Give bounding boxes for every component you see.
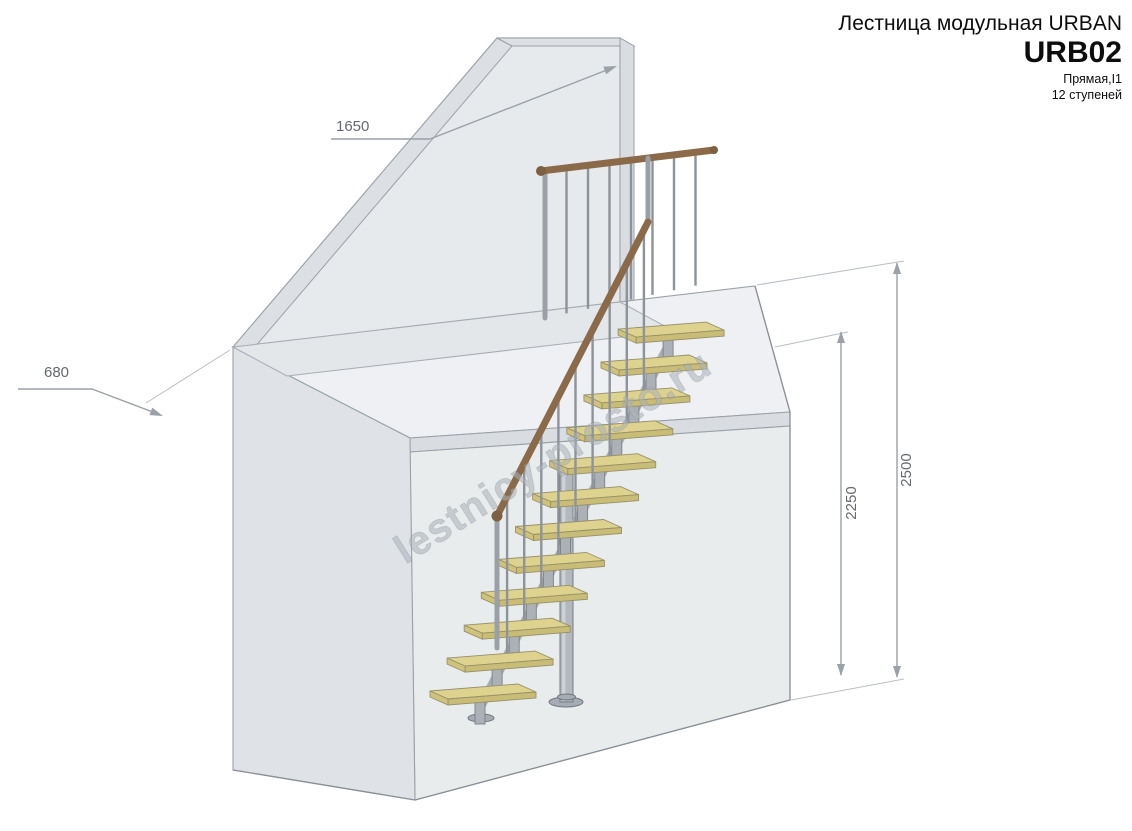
type-label: Прямая,I1	[1063, 71, 1122, 86]
stair-tread-side	[429, 690, 449, 706]
dimension-2500-ext-bottom	[790, 678, 905, 701]
gable-wall-top-band	[496, 37, 636, 47]
dimension-2500: 2500	[756, 260, 915, 701]
dimension-680-ext	[145, 349, 231, 404]
landing-handrail	[537, 146, 718, 175]
stair-baluster-group	[505, 229, 646, 654]
dimension-2250-ext-top	[774, 331, 849, 348]
title-block: Лестница модульная URBAN URB02 Прямая,I1…	[838, 12, 1122, 103]
product-title: Лестница модульная URBAN	[838, 12, 1122, 35]
dimension-1650-leader	[429, 67, 613, 140]
stair-tread-side	[463, 624, 483, 640]
room-bottom-edge	[232, 699, 791, 801]
tread-support	[474, 699, 486, 725]
dimension-1650: 1650	[331, 66, 617, 140]
staircase	[429, 155, 725, 725]
dimension-680-arrow	[149, 407, 163, 416]
dimensions: 1650 680 2500 2250	[18, 66, 915, 701]
column-collar	[557, 693, 576, 701]
dimension-1650-label: 1650	[336, 118, 369, 135]
dimension-2250-arrow-bottom	[837, 664, 845, 676]
handrail-finial-right	[710, 146, 718, 154]
stair-handrail-cap	[491, 510, 503, 522]
landing-right-edge	[754, 285, 791, 413]
dimension-2500-label: 2500	[898, 453, 915, 486]
steps-label: 12 ступеней	[1051, 87, 1122, 102]
handrail-finial-left	[536, 166, 546, 176]
dimension-680-leader	[91, 388, 159, 415]
stair-tread-side	[446, 657, 466, 673]
dimension-2250-arrow-top	[837, 331, 845, 343]
dimension-680: 680	[18, 349, 231, 416]
dimension-1650-arrow	[603, 66, 617, 75]
dimension-680-label: 680	[44, 364, 69, 381]
dimension-2500-arrow-bottom	[893, 666, 901, 678]
model-code: URB02	[1023, 36, 1122, 70]
dimension-2500-ext-top	[756, 260, 905, 286]
landing-railing	[536, 146, 718, 321]
dimension-2250-label: 2250	[843, 486, 860, 519]
stair-handrail	[493, 218, 652, 520]
dimension-2500-arrow-top	[893, 262, 901, 274]
dimension-2250: 2250	[774, 331, 860, 676]
